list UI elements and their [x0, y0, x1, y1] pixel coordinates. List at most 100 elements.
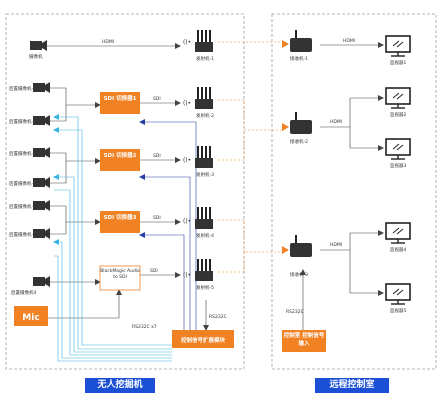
transmitter-body-icon	[195, 99, 213, 109]
sdi-label-3: SDI	[153, 215, 161, 221]
monitor-1: 监视器1	[385, 35, 411, 66]
antenna-icon	[209, 207, 211, 219]
camera-label: 后置摄像机-3	[9, 203, 36, 210]
receiver-body-icon	[290, 120, 312, 134]
transmitter-1: ((• 发射机-1	[183, 30, 214, 62]
hdmi-label-cam: HDMI	[102, 39, 114, 45]
antenna-icon	[209, 87, 211, 99]
monitor-icon	[385, 283, 411, 301]
antenna-icon	[205, 207, 207, 219]
camera-icon	[30, 41, 42, 50]
camera-rear-2a: 后置摄像机-2	[9, 147, 50, 158]
camera-label: 后置摄像机-1	[9, 118, 36, 125]
antenna-icon	[197, 146, 199, 158]
camera-lens-icon	[45, 228, 50, 239]
camera-lens-icon	[45, 177, 50, 188]
antenna-icon	[205, 87, 207, 99]
rs232c-label-tx: RS232C	[209, 314, 227, 320]
wireless-icon: ((•	[183, 39, 191, 46]
sdi-switcher-3: SDI 切换器3	[100, 211, 140, 233]
camera-icon	[33, 277, 45, 286]
rs232c-label-room: RS232C	[286, 309, 304, 315]
camera-lens-icon	[45, 115, 50, 126]
receiver-label: 接收机-2	[290, 138, 308, 145]
transmitter-body-icon	[195, 271, 213, 281]
wireless-icon: ((•	[183, 157, 191, 164]
monitor-3: 监视器3	[385, 138, 411, 169]
antenna-icon	[197, 259, 199, 271]
antenna-icon	[197, 207, 199, 219]
receiver-3: 接收机-3	[282, 235, 312, 278]
monitor-icon	[385, 222, 411, 240]
antenna-icon	[205, 259, 207, 271]
camera-icon	[33, 83, 45, 92]
monitor-5: 监视器5	[385, 283, 411, 314]
control-room-panel	[271, 13, 437, 370]
antenna-icon	[201, 30, 203, 42]
camera-rear-4: 后置摄像机4	[11, 276, 50, 296]
hdmi-label-rx3: HDMI	[330, 242, 342, 248]
monitor-label: 监视器2	[390, 111, 406, 118]
camera-icon	[33, 116, 45, 125]
transmitter-2: ((• 发射机-2	[183, 87, 214, 119]
transmitter-label: 发射机-2	[196, 112, 214, 119]
wireless-icon: ((•	[183, 100, 191, 107]
transmitter-3: ((• 发射机-3	[183, 146, 214, 178]
sdi-switcher-1: SDI 切换器1	[100, 92, 140, 114]
transmitter-body-icon	[195, 42, 213, 52]
camera-rear-1b: 后置摄像机-1	[9, 115, 50, 126]
receiver-body-icon	[290, 243, 312, 257]
control-room-input: 控制室 控制信号输入	[282, 330, 326, 352]
transmitter-label: 发射机-3	[196, 171, 214, 178]
camera-label: 后置摄像机-2	[9, 180, 36, 187]
signal-arrow-icon	[282, 40, 289, 48]
monitor-icon	[385, 138, 411, 156]
antenna-icon	[197, 30, 199, 42]
camera-label: 后置摄像机-3	[9, 231, 36, 238]
camera-lens-icon	[45, 276, 50, 287]
antenna-icon	[295, 235, 297, 243]
switcher-label: SDI 切换器2	[103, 153, 137, 159]
sdi-switcher-2: SDI 切换器2	[100, 149, 140, 171]
antenna-icon	[205, 146, 207, 158]
wireless-icon: ((•	[183, 218, 191, 225]
audio-box-label: BlackMagic Audio to SDI	[100, 269, 140, 280]
signal-arrow-icon	[282, 246, 289, 254]
control-room-title: 远程控制室	[315, 378, 389, 393]
receiver-label: 接收机-1	[290, 55, 308, 62]
camera-lens-icon	[42, 40, 47, 51]
hdmi-label-rx1: HDMI	[343, 38, 355, 44]
antenna-icon	[209, 259, 211, 271]
wiring	[47, 41, 384, 362]
transmitter-label: 发射机-5	[196, 284, 214, 291]
camera-icon	[33, 201, 45, 210]
receiver-body-icon	[290, 38, 312, 52]
transmitter-body-icon	[195, 158, 213, 168]
monitor-label: 监视器5	[390, 307, 406, 314]
camera-rear-2b: 后置摄像机-2	[9, 177, 50, 188]
control-signal-module: 控制信号扩展模块	[172, 330, 234, 348]
transmitter-label: 发射机-4	[196, 232, 214, 239]
camera-main: 摄像机	[29, 40, 47, 60]
mic-label: Mic	[22, 313, 39, 323]
mic-box	[14, 306, 48, 326]
wireless-icon: ((•	[183, 272, 191, 279]
antenna-icon	[295, 30, 297, 38]
camera-label: 摄像机	[29, 53, 43, 60]
vehicle-panel	[5, 13, 245, 370]
receiver-2: 接收机-2	[282, 112, 312, 145]
monitor-label: 监视器4	[390, 246, 406, 253]
monitor-label: 监视器3	[390, 162, 406, 169]
transmitter-5: ((• 发射机-5	[183, 259, 214, 291]
monitor-icon	[385, 87, 411, 105]
audio-to-sdi-box: BlackMagic Audio to SDI	[99, 265, 141, 291]
antenna-icon	[201, 87, 203, 99]
camera-label: 后置摄像机4	[11, 289, 36, 296]
camera-rear-3a: 后置摄像机-3	[9, 200, 50, 211]
control-input-label: 控制室 控制信号输入	[283, 333, 325, 347]
camera-icon	[33, 178, 45, 187]
receiver-label: 接收机-3	[290, 271, 308, 278]
camera-label: 后置摄像机-1	[9, 85, 36, 92]
camera-rear-3b: 后置摄像机-3	[9, 228, 50, 239]
